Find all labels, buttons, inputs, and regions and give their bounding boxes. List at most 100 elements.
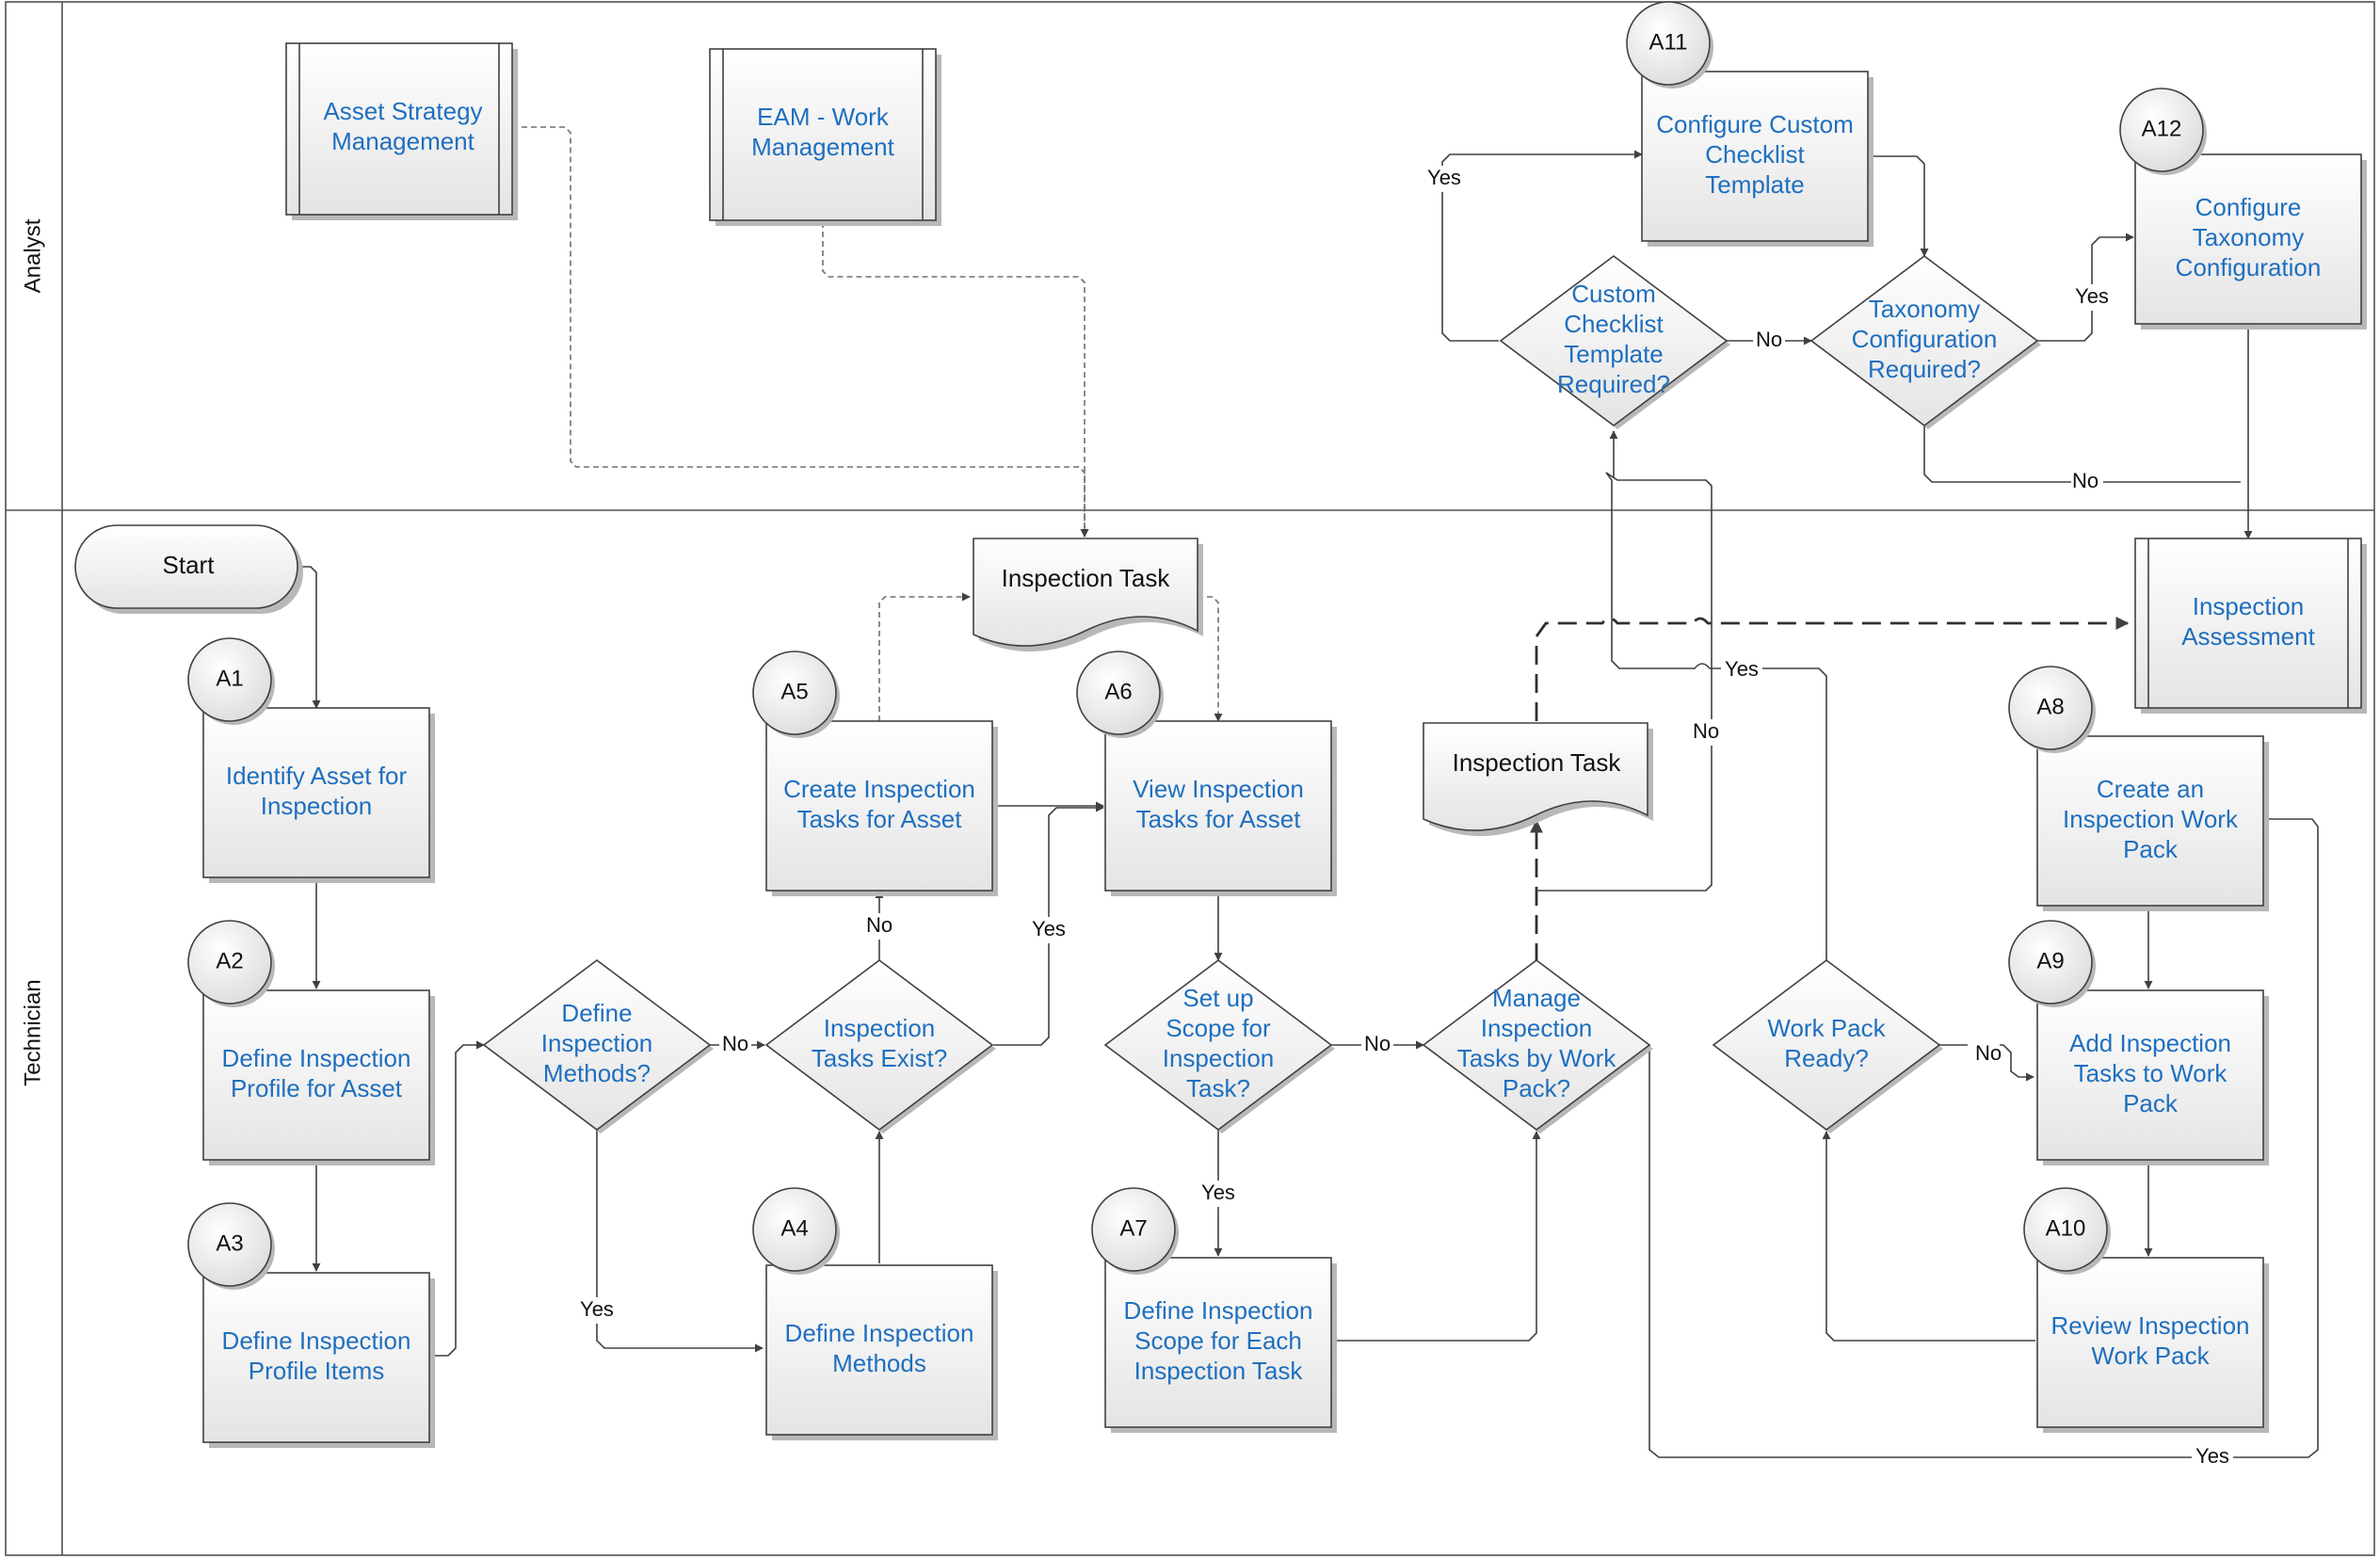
- step-a1-id: A1: [216, 666, 243, 691]
- decision-taxonomy-required-text-line3: Required?: [1868, 355, 1981, 383]
- decision-setup-scope-text-line4: Task?: [1186, 1074, 1250, 1102]
- flow-a7-to-manage: [1331, 1131, 1541, 1342]
- step-a1-badge: A1: [187, 637, 275, 725]
- label-checklist-no: No: [1756, 328, 1782, 351]
- step-a4-text-line2: Methods: [832, 1349, 926, 1377]
- step-a6-text-line2: Tasks for Asset: [1136, 805, 1302, 833]
- label-tasks-exist-yes: Yes: [1032, 917, 1066, 940]
- step-a11-id: A11: [1649, 29, 1688, 55]
- document-inspection-task-top[interactable]: Inspection Task: [973, 538, 1203, 652]
- decision-manage-tasks-text-line3: Tasks by Work: [1457, 1044, 1617, 1072]
- step-a7-text-line1: Define Inspection: [1124, 1296, 1313, 1325]
- step-a1-text-line1: Identify Asset for: [226, 762, 408, 790]
- subprocess-asset-strategy[interactable]: Asset Strategy Management: [285, 42, 518, 220]
- step-a3-id: A3: [216, 1230, 243, 1256]
- label-checklist-yes: Yes: [1427, 166, 1461, 189]
- subprocess-eam-work[interactable]: EAM - Work Management: [709, 48, 941, 226]
- step-a10-badge: A10: [2023, 1187, 2111, 1275]
- decision-tasks-exist-text-line1: Inspection: [824, 1014, 936, 1042]
- step-a1-text-line2: Inspection: [261, 792, 373, 820]
- step-a12-text-line1: Configure: [2195, 193, 2302, 221]
- flow-a10-to-ready: [1822, 1131, 2035, 1342]
- document-inspection-task-mid-label: Inspection Task: [1453, 748, 1622, 777]
- label-ready-yes: Yes: [1725, 657, 1759, 681]
- step-a8-id: A8: [2036, 694, 2064, 719]
- decision-diamonds: DefineInspectionMethods?InspectionTasks …: [482, 255, 2041, 1133]
- flow-a11-to-taxonomy: [1868, 155, 1929, 257]
- decision-custom-checklist-text-line1: Custom: [1571, 280, 1656, 308]
- decision-work-pack-ready-text-line2: Ready?: [1784, 1044, 1869, 1072]
- subprocess-asset-strategy-line2: Management: [331, 127, 475, 155]
- flow-a5-to-task-doc: [878, 592, 971, 721]
- step-a4-badge: A4: [752, 1187, 840, 1275]
- subprocess-inspection-assessment-line2: Assessment: [2181, 622, 2315, 651]
- step-a2-text-line2: Profile for Asset: [231, 1074, 403, 1102]
- decision-manage-tasks-text-line2: Inspection: [1481, 1014, 1593, 1042]
- flow-asset-strategy-to-task: [512, 126, 1089, 538]
- step-a9-id: A9: [2036, 948, 2064, 973]
- decision-custom-checklist-text-line2: Checklist: [1564, 310, 1664, 338]
- step-a9-text-line3: Pack: [2123, 1089, 2179, 1117]
- step-a9-text-line1: Add Inspection: [2069, 1029, 2231, 1057]
- subprocess-eam-work-line2: Management: [751, 133, 895, 161]
- label-scope-yes: Yes: [1201, 1181, 1235, 1204]
- label-taxonomy-no: No: [2072, 469, 2099, 492]
- step-a11-badge: A11: [1626, 1, 1713, 88]
- step-a10-text-line1: Review Inspection: [2051, 1311, 2250, 1340]
- step-a7-text-line3: Inspection Task: [1134, 1357, 1304, 1385]
- step-a4-id: A4: [780, 1215, 808, 1241]
- flow-eam-to-task: [822, 222, 1089, 538]
- label-manage-yes: Yes: [2195, 1444, 2229, 1468]
- decision-custom-checklist-text-line3: Template: [1564, 340, 1664, 368]
- subprocess-inspection-assessment[interactable]: Inspection Assessment: [2134, 538, 2367, 714]
- lane-label-technician: Technician: [20, 979, 45, 1085]
- step-a5-text-line2: Tasks for Asset: [797, 805, 963, 833]
- label-methods-no: No: [722, 1032, 748, 1055]
- step-a12-text-line2: Taxonomy: [2193, 223, 2305, 251]
- label-methods-yes: Yes: [580, 1297, 614, 1321]
- step-a2-text-line1: Define Inspection: [222, 1044, 411, 1072]
- start-terminator[interactable]: Start: [74, 524, 303, 614]
- decision-setup-scope-text-line1: Set up: [1182, 984, 1253, 1012]
- start-label: Start: [163, 551, 216, 579]
- step-a12-text-line3: Configuration: [2176, 253, 2322, 281]
- step-a5-text-line1: Create Inspection: [783, 775, 975, 803]
- step-a9-text-line2: Tasks to Work: [2074, 1059, 2228, 1087]
- subprocess-asset-strategy-line1: Asset Strategy: [323, 97, 482, 125]
- label-ready-no: No: [1975, 1041, 2002, 1065]
- step-a10-text-line2: Work Pack: [2091, 1342, 2210, 1370]
- step-a8-badge: A8: [2008, 666, 2096, 753]
- step-a3-text-line1: Define Inspection: [222, 1326, 411, 1355]
- connector-labels: No Yes No Yes Yes No No Yes No Yes Yes N…: [576, 166, 2233, 1471]
- step-a3-text-line2: Profile Items: [249, 1357, 385, 1385]
- step-a11-text-line1: Configure Custom: [1656, 110, 1854, 138]
- step-a3-badge: A3: [187, 1202, 275, 1290]
- step-a5-id: A5: [780, 679, 808, 704]
- document-inspection-task-mid[interactable]: Inspection Task: [1423, 722, 1653, 837]
- decision-custom-checklist-text-line4: Required?: [1557, 370, 1670, 398]
- decision-tasks-exist-text-line2: Tasks Exist?: [812, 1044, 948, 1072]
- step-a2-id: A2: [216, 948, 243, 973]
- step-a7-badge: A7: [1091, 1187, 1179, 1275]
- flow-task-doc-to-a6: [1198, 596, 1223, 722]
